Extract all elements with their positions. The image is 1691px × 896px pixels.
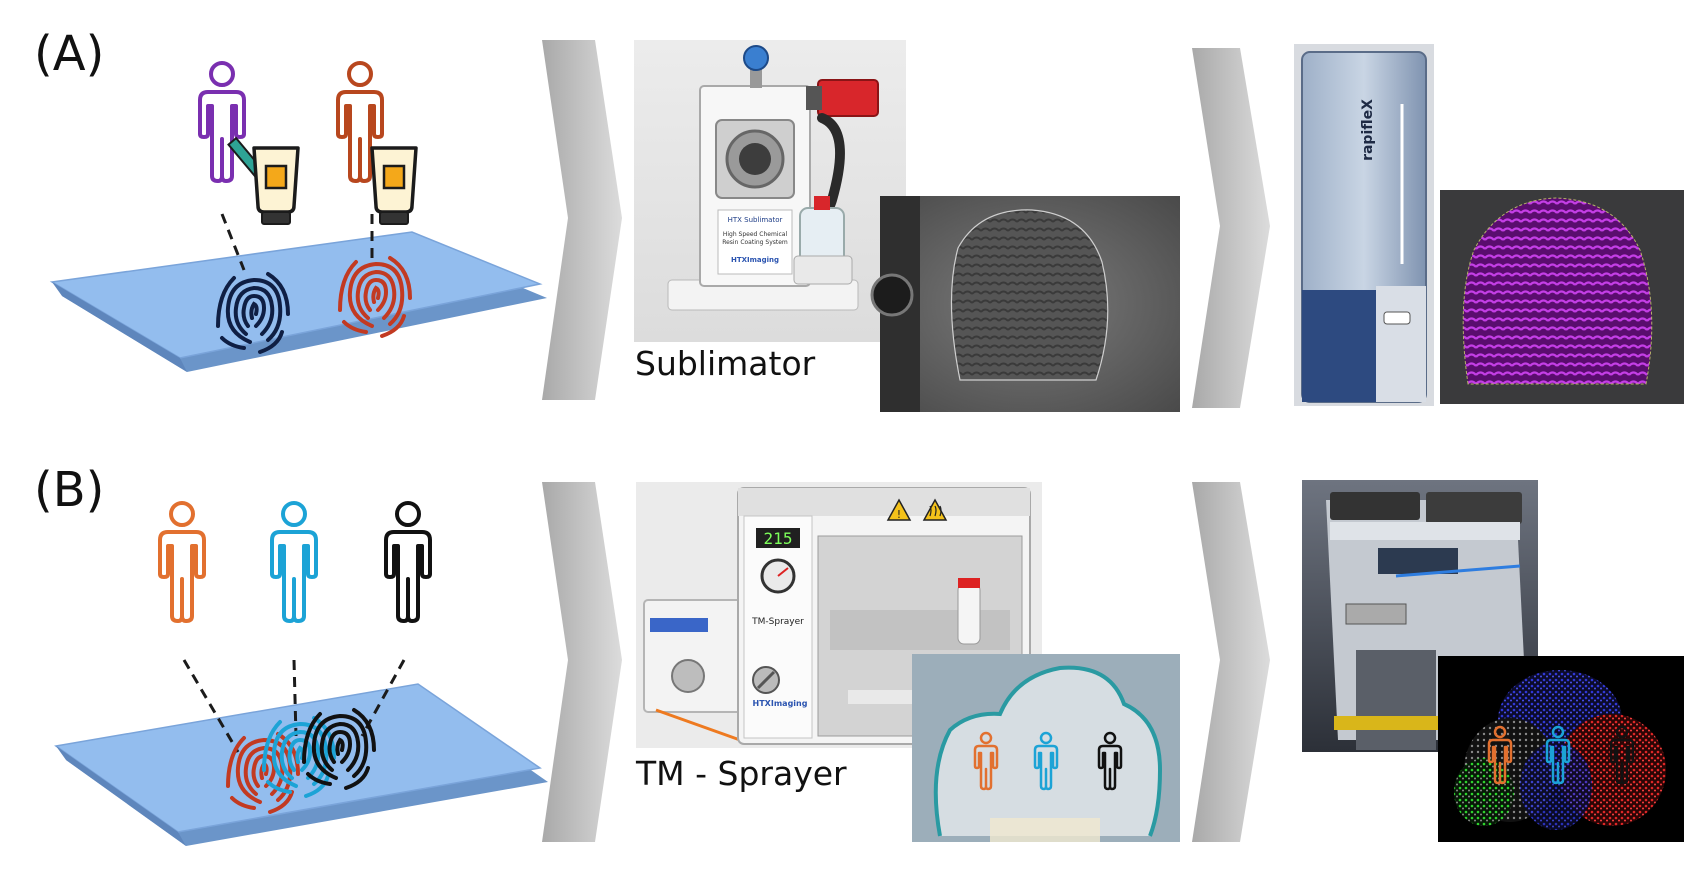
fingerprint-sprayed-image	[912, 654, 1180, 842]
arrow-chevron	[1192, 482, 1270, 842]
sprayer-display: 215	[764, 529, 793, 548]
cream-tube-icon	[370, 146, 418, 226]
arrow-chevron	[1192, 48, 1270, 408]
warning-icon	[922, 498, 948, 521]
instrument-caption-a: Sublimator	[635, 344, 816, 383]
fingerprint-matrix-image	[870, 196, 1180, 412]
warning-icon: !	[886, 498, 912, 521]
arrow-chevron	[542, 40, 622, 400]
arrow-chevron	[542, 482, 622, 842]
maldi-instrument-photo: rapifleX	[1294, 44, 1434, 406]
svg-text:!: !	[897, 508, 901, 521]
sprayer-logo: HTXImaging	[753, 699, 808, 708]
cream-tube-icon	[252, 146, 300, 226]
sublimator-logo: HTXImaging	[731, 256, 779, 264]
panel-label-a: (A)	[34, 26, 104, 82]
dashed-link	[292, 659, 298, 737]
ion-image-b	[1438, 656, 1684, 842]
sprayer-brand: TM-Sprayer	[751, 617, 804, 627]
sublimator-line1: High Speed Chemical	[723, 231, 788, 238]
person-icon	[270, 501, 318, 623]
person-icon	[158, 501, 206, 623]
ion-image-a	[1440, 190, 1684, 404]
panel-a: (A)	[34, 26, 1684, 412]
dashed-link	[182, 659, 240, 753]
panel-label-b: (B)	[34, 462, 104, 518]
glass-slide-a	[49, 231, 547, 372]
maldi-brand: rapifleX	[1360, 99, 1376, 161]
sublimator-line2: Resin Coating System	[722, 239, 788, 246]
person-icon	[384, 501, 432, 623]
instrument-caption-b: TM - Sprayer	[635, 754, 847, 793]
glass-slide-b	[54, 683, 548, 846]
sublimator-brand: HTX Sublimator	[728, 216, 783, 224]
person-icon	[198, 61, 246, 183]
panel-b: (B)	[34, 462, 1684, 846]
sublimator-photo: HTX Sublimator High Speed Chemical Resin…	[634, 40, 906, 342]
